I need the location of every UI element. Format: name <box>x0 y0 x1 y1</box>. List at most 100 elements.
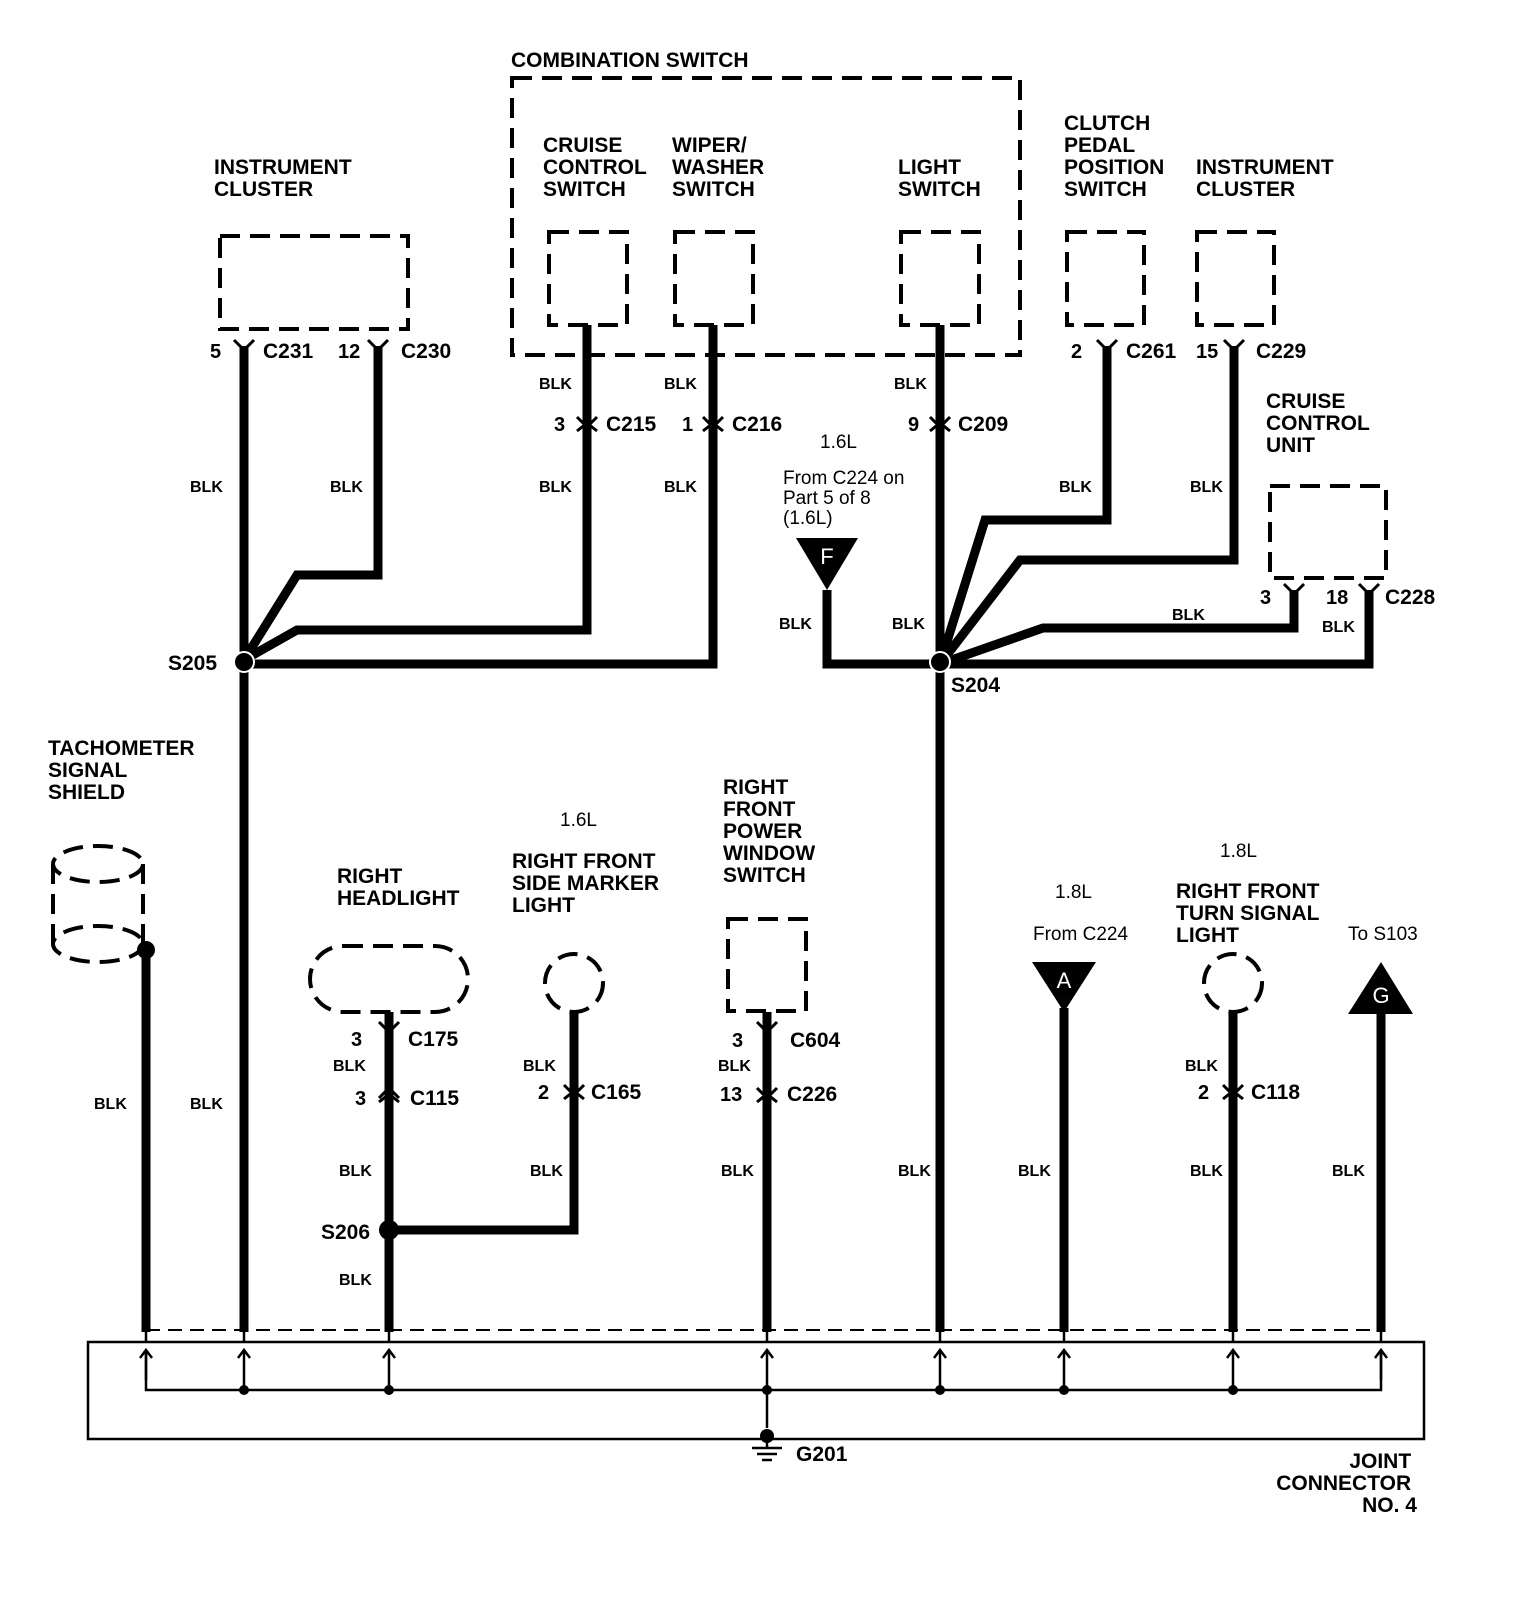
svg-text:BLK: BLK <box>1185 1058 1218 1075</box>
clutch-pedal-switch-label: CLUTCH PEDAL POSITION SWITCH <box>1064 112 1170 201</box>
tachometer-shield-label: TACHOMETER SIGNAL SHIELD <box>48 737 200 804</box>
flag-a: A <box>1032 962 1096 1012</box>
light-switch-box <box>899 230 981 327</box>
svg-text:C604: C604 <box>790 1029 841 1052</box>
combination-switch-label: COMBINATION SWITCH <box>511 49 749 72</box>
svg-text:BLK: BLK <box>523 1058 556 1075</box>
svg-text:BLK: BLK <box>1172 607 1205 624</box>
wiper-washer-switch-label: WIPER/ WASHER SWITCH <box>672 134 770 201</box>
combination-switch-box <box>510 76 1022 357</box>
power-window-switch-label: RIGHT FRONT POWER WINDOW SWITCH <box>723 776 821 887</box>
svg-text:BLK: BLK <box>1190 479 1223 496</box>
svg-text:BLK: BLK <box>339 1163 372 1180</box>
svg-text:BLK: BLK <box>779 616 812 633</box>
svg-text:C165: C165 <box>591 1081 642 1104</box>
svg-text:F: F <box>820 544 833 569</box>
svg-text:C226: C226 <box>787 1083 837 1106</box>
svg-text:S204: S204 <box>951 674 1000 697</box>
svg-text:C228: C228 <box>1385 586 1436 609</box>
svg-text:1.8L: 1.8L <box>1220 841 1257 862</box>
svg-text:BLK: BLK <box>664 376 697 393</box>
cruise-control-unit-label: CRUISE CONTROL UNIT <box>1266 390 1375 457</box>
svg-text:1.8L: 1.8L <box>1055 882 1092 903</box>
svg-text:1: 1 <box>682 414 693 436</box>
svg-text:C231: C231 <box>263 340 314 363</box>
svg-text:C230: C230 <box>401 340 451 363</box>
power-window-switch-box <box>726 917 808 1013</box>
light-switch-label: LIGHT SWITCH <box>898 156 981 201</box>
splice-labels: S205 S204 S206 G201 <box>168 652 1000 1466</box>
svg-text:3: 3 <box>355 1088 366 1110</box>
tachometer-shield-shape <box>51 844 145 964</box>
svg-text:C261: C261 <box>1126 340 1177 363</box>
splices <box>137 651 951 1240</box>
flag-g: G <box>1348 962 1413 1014</box>
splice-s205-dot <box>233 651 255 673</box>
svg-text:BLK: BLK <box>721 1163 754 1180</box>
svg-text:18: 18 <box>1326 587 1348 609</box>
connector-labels: 5 C231 12 C230 3 C215 1 C216 9 C209 2 C2… <box>210 340 1436 1110</box>
connector-glyphs <box>232 338 1381 1104</box>
wiper-washer-switch-box <box>673 230 755 327</box>
svg-text:C118: C118 <box>1251 1081 1300 1104</box>
svg-text:C215: C215 <box>606 413 657 436</box>
svg-text:BLK: BLK <box>892 616 925 633</box>
svg-text:BLK: BLK <box>530 1163 563 1180</box>
svg-text:C229: C229 <box>1256 340 1306 363</box>
svg-text:BLK: BLK <box>333 1058 366 1075</box>
side-marker-light-shape <box>543 952 605 1014</box>
wires <box>141 325 1386 1332</box>
svg-text:BLK: BLK <box>1018 1163 1051 1180</box>
side-marker-light-label: RIGHT FRONT SIDE MARKER LIGHT <box>512 850 665 917</box>
svg-text:2: 2 <box>538 1082 549 1104</box>
svg-text:12: 12 <box>338 341 360 363</box>
svg-text:BLK: BLK <box>539 479 572 496</box>
svg-text:BLK: BLK <box>1332 1163 1365 1180</box>
svg-text:BLK: BLK <box>190 1096 223 1113</box>
svg-text:BLK: BLK <box>1190 1163 1223 1180</box>
notes: 1.6L From C224 on Part 5 of 8 (1.6L) 1.6… <box>560 432 1418 945</box>
splice-s204-dot <box>929 651 951 673</box>
svg-text:C216: C216 <box>732 413 782 436</box>
svg-text:5: 5 <box>210 341 221 363</box>
svg-text:C115: C115 <box>410 1087 459 1110</box>
right-headlight-label: RIGHT HEADLIGHT <box>337 865 460 910</box>
joint-connector <box>86 1329 1426 1462</box>
svg-text:BLK: BLK <box>94 1096 127 1113</box>
svg-text:15: 15 <box>1196 341 1218 363</box>
component-outlines <box>51 76 1388 1014</box>
svg-text:13: 13 <box>720 1084 742 1106</box>
svg-text:BLK: BLK <box>718 1058 751 1075</box>
svg-text:S206: S206 <box>321 1221 370 1244</box>
svg-text:BLK: BLK <box>664 479 697 496</box>
svg-text:BLK: BLK <box>898 1163 931 1180</box>
svg-text:C209: C209 <box>958 413 1008 436</box>
clutch-pedal-switch-box <box>1065 230 1146 327</box>
cruise-control-switch-box <box>547 230 629 327</box>
svg-text:S205: S205 <box>168 652 217 675</box>
svg-text:BLK: BLK <box>330 479 363 496</box>
instrument-cluster-right-label: INSTRUMENT CLUSTER <box>1196 156 1340 201</box>
instrument-cluster-right-box <box>1195 230 1276 327</box>
svg-text:3: 3 <box>1260 587 1271 609</box>
instrument-cluster-left-label: INSTRUMENT CLUSTER <box>214 156 358 201</box>
svg-text:To S103: To S103 <box>1348 924 1418 945</box>
svg-text:2: 2 <box>1071 341 1082 363</box>
joint-connector-label: JOINT CONNECTOR NO. 4 <box>1276 1450 1417 1517</box>
svg-text:BLK: BLK <box>190 479 223 496</box>
svg-text:A: A <box>1057 968 1072 993</box>
ground-symbol <box>752 1436 782 1462</box>
svg-text:2: 2 <box>1198 1082 1209 1104</box>
svg-text:1.6L: 1.6L <box>560 810 597 831</box>
turn-signal-light-shape <box>1202 952 1264 1014</box>
svg-text:3: 3 <box>351 1029 362 1051</box>
shield-tap-dot <box>137 941 155 959</box>
cruise-control-switch-label: CRUISE CONTROL SWITCH <box>543 134 652 201</box>
svg-text:BLK: BLK <box>1322 619 1355 636</box>
svg-text:3: 3 <box>554 414 565 436</box>
svg-text:BLK: BLK <box>539 376 572 393</box>
svg-text:G201: G201 <box>796 1443 848 1466</box>
wire-color-labels: BLK BLK BLK BLK BLK BLK BLK BLK BLK BLK … <box>94 376 1365 1289</box>
right-headlight-shape <box>308 944 470 1014</box>
component-labels: COMBINATION SWITCH CRUISE CONTROL SWITCH… <box>48 49 1417 1517</box>
